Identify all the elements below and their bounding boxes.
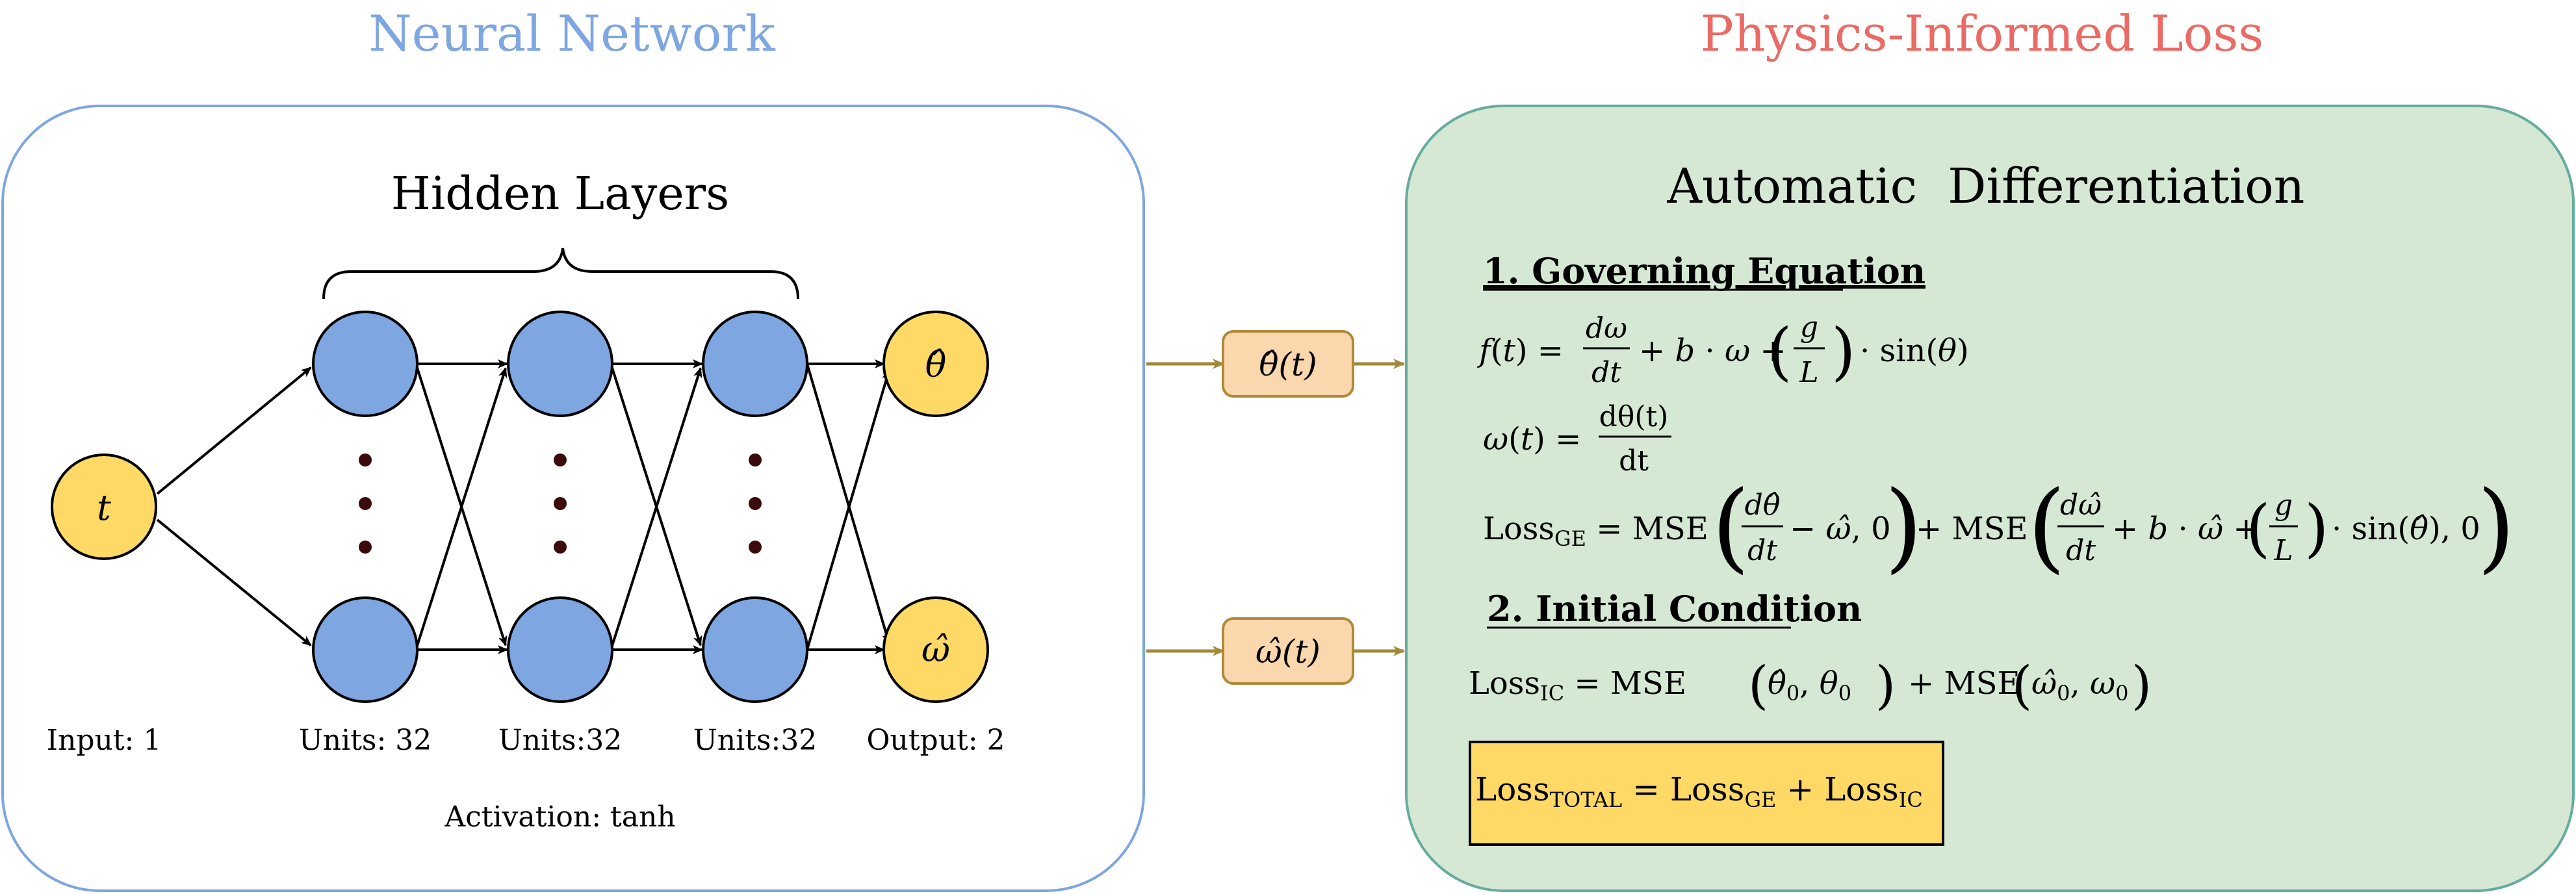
equation-f-g-over-l: g L [1794,311,1825,389]
svg-text:L: L [2273,534,2293,567]
section-governing-equation: 1. Governing Equation [1483,250,1926,292]
physics-loss-title: Physics-Informed Loss [1701,5,2264,62]
output-node-omega-label: ω̂ [921,629,950,670]
hidden-layers-brace [322,248,799,300]
auto-diff-header: Automatic Differentiation [1667,159,2305,214]
svg-text:g: g [2274,489,2293,522]
hidden-node-l1-top [312,311,419,417]
equation-loss-ge-lhs: LossGE = MSE [1483,511,1708,551]
svg-text:g: g [1800,311,1818,344]
hidden-node-l3-top [702,311,808,417]
activation-label: Activation: tanh [444,800,675,834]
input-node-label: t [97,487,111,528]
svg-text:dt: dt [1619,444,1649,478]
equation-f-paren-left: ( [1768,315,1792,388]
physics-loss-panel [1405,105,2575,892]
equation-loss-ge-frac2: dω̂ dt [2057,489,2104,567]
equation-loss-ic-p1-left: ( [1748,655,1768,715]
equation-f: f(t) = [1477,333,1564,369]
output-node-theta [882,311,989,417]
equation-omega-fraction: dθ(t) dt [1599,400,1671,478]
network-connections [156,359,891,654]
equation-f-rest: + b · ω + [1639,333,1786,369]
equation-f-fraction: dω dt [1583,312,1630,389]
neural-network-title: Neural Network [368,5,776,62]
hidden-node-l1-bottom [312,596,419,703]
output-node-theta-label: θ̂ [925,344,947,385]
svg-text:dt: dt [2066,534,2096,567]
equation-omega: ω(t) = [1483,421,1581,457]
equation-loss-ic-p2-right: ) [2132,655,2152,715]
section-initial-condition: 2. Initial Condition [1487,588,1862,630]
equation-loss-ge-paren1-right: ) [1885,470,1923,583]
label-input: Input: 1 [47,724,162,757]
connector-box-omega [1222,617,1354,685]
label-units-1: Units: 32 [299,724,432,757]
equation-loss-ge-plus: + MSE [1916,511,2028,547]
equation-loss-ge-frac1: dθ̂ dt [1742,489,1783,567]
hidden-node-l3-bottom [702,596,808,703]
equation-loss-ic-args1: θ̂0, θ0 [1768,665,1851,706]
svg-text:dθ(t): dθ(t) [1599,400,1669,433]
input-node [51,453,157,560]
ellipsis-l1 [359,453,372,554]
svg-text:dω: dω [1586,312,1627,345]
svg-text:dθ̂: dθ̂ [1745,489,1781,522]
label-units-3: Units:32 [693,724,818,757]
equation-loss-ge-gl-right: ) [2304,492,2328,565]
equation-f-paren-right: ) [1831,315,1855,388]
equation-loss-ic-args2: ω̂0, ω0 [2031,665,2129,706]
equation-f-sin: · sin(θ) [1860,333,1969,369]
equation-loss-total: LossTOTAL = LossGE + LossIC [1475,771,1923,812]
output-node-omega [882,596,989,703]
svg-text:dt: dt [1747,534,1777,567]
ellipsis-l2 [554,453,567,554]
svg-text:L: L [1799,356,1818,389]
equation-loss-ge-g-over-l: g L [2269,489,2298,567]
equation-loss-ic-p1-right: ) [1875,655,1896,715]
label-units-2: Units:32 [498,724,623,757]
connector-omega-label: ω̂(t) [1256,633,1320,670]
total-loss-box [1469,741,1944,846]
hidden-node-l2-bottom [507,596,613,703]
equation-loss-ic-p2-left: ( [2012,655,2032,715]
equation-loss-ic: LossIC = MSE [1469,665,1686,706]
connector-arrows [1146,359,1405,656]
svg-text:dt: dt [1591,356,1621,389]
hidden-layers-header: Hidden Layers [391,167,729,220]
hidden-node-l2-top [507,311,613,417]
equation-loss-ge-mid1: − ω̂, 0 [1790,511,1891,547]
equation-loss-ic-plus: + MSE [1908,665,2020,702]
svg-text:dω̂: dω̂ [2060,489,2102,522]
equation-loss-ge-gl-left: ( [2246,492,2270,565]
neural-network-panel [1,105,1145,892]
connector-box-theta [1222,330,1354,398]
ellipsis-l3 [749,453,762,554]
connector-theta-label: θ̂(t) [1259,346,1317,383]
equation-loss-ge-mid2: + b · ω̂ + [2112,511,2260,547]
equation-loss-ge-sin: · sin(θ̂), 0 [2332,511,2480,547]
label-output: Output: 2 [866,724,1005,757]
equation-loss-ge-paren2-right: ) [2477,470,2516,583]
